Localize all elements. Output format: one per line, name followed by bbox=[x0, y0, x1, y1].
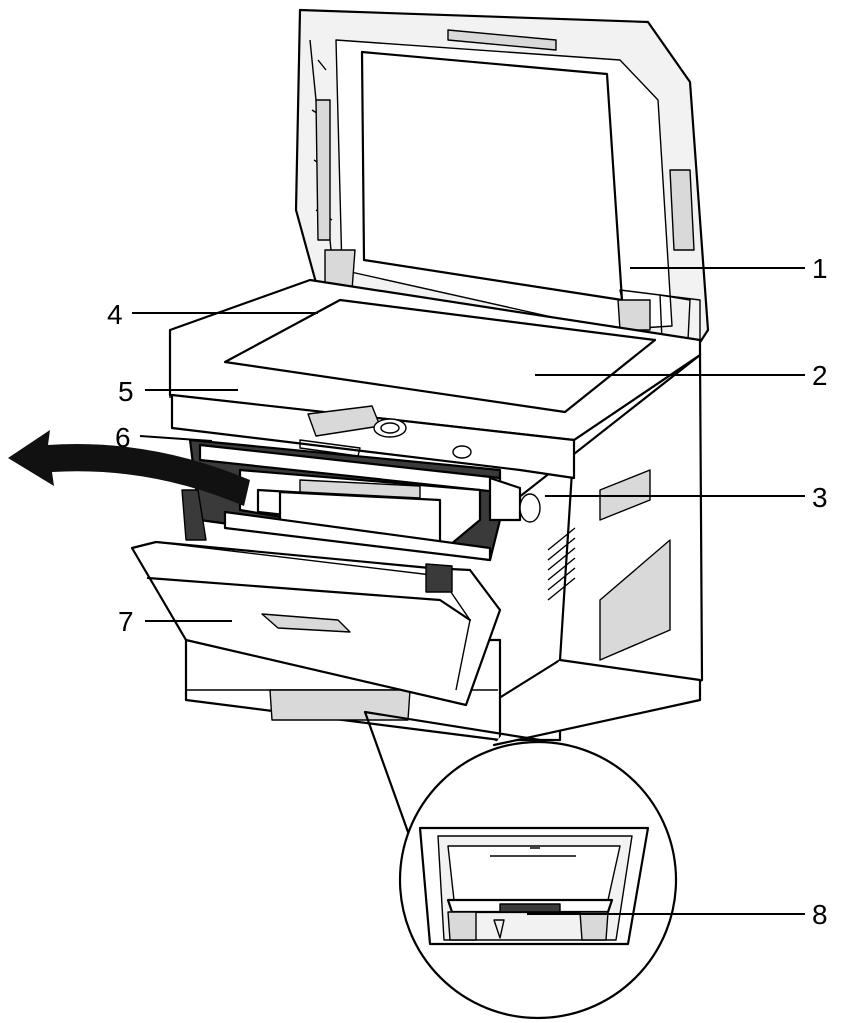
operation-panel bbox=[170, 393, 576, 480]
callout-4: 4 bbox=[107, 299, 123, 330]
callout-3: 3 bbox=[812, 482, 828, 513]
callout-8: 8 bbox=[812, 899, 828, 930]
front-cover bbox=[130, 540, 502, 707]
callout-labels: 1 2 3 4 5 6 7 8 bbox=[107, 253, 828, 930]
printer-body bbox=[184, 353, 704, 747]
inner-cavity bbox=[181, 438, 541, 562]
platen-area bbox=[168, 278, 702, 442]
leader-lines bbox=[132, 267, 805, 915]
callout-2: 2 bbox=[812, 360, 828, 391]
callout-7: 7 bbox=[118, 606, 134, 637]
callout-6: 6 bbox=[115, 422, 131, 453]
magnified-detail-circle bbox=[363, 710, 678, 1020]
removal-arrow-icon bbox=[8, 430, 250, 506]
callout-1: 1 bbox=[812, 253, 828, 284]
document-cover bbox=[294, 8, 710, 352]
callout-5: 5 bbox=[118, 376, 134, 407]
